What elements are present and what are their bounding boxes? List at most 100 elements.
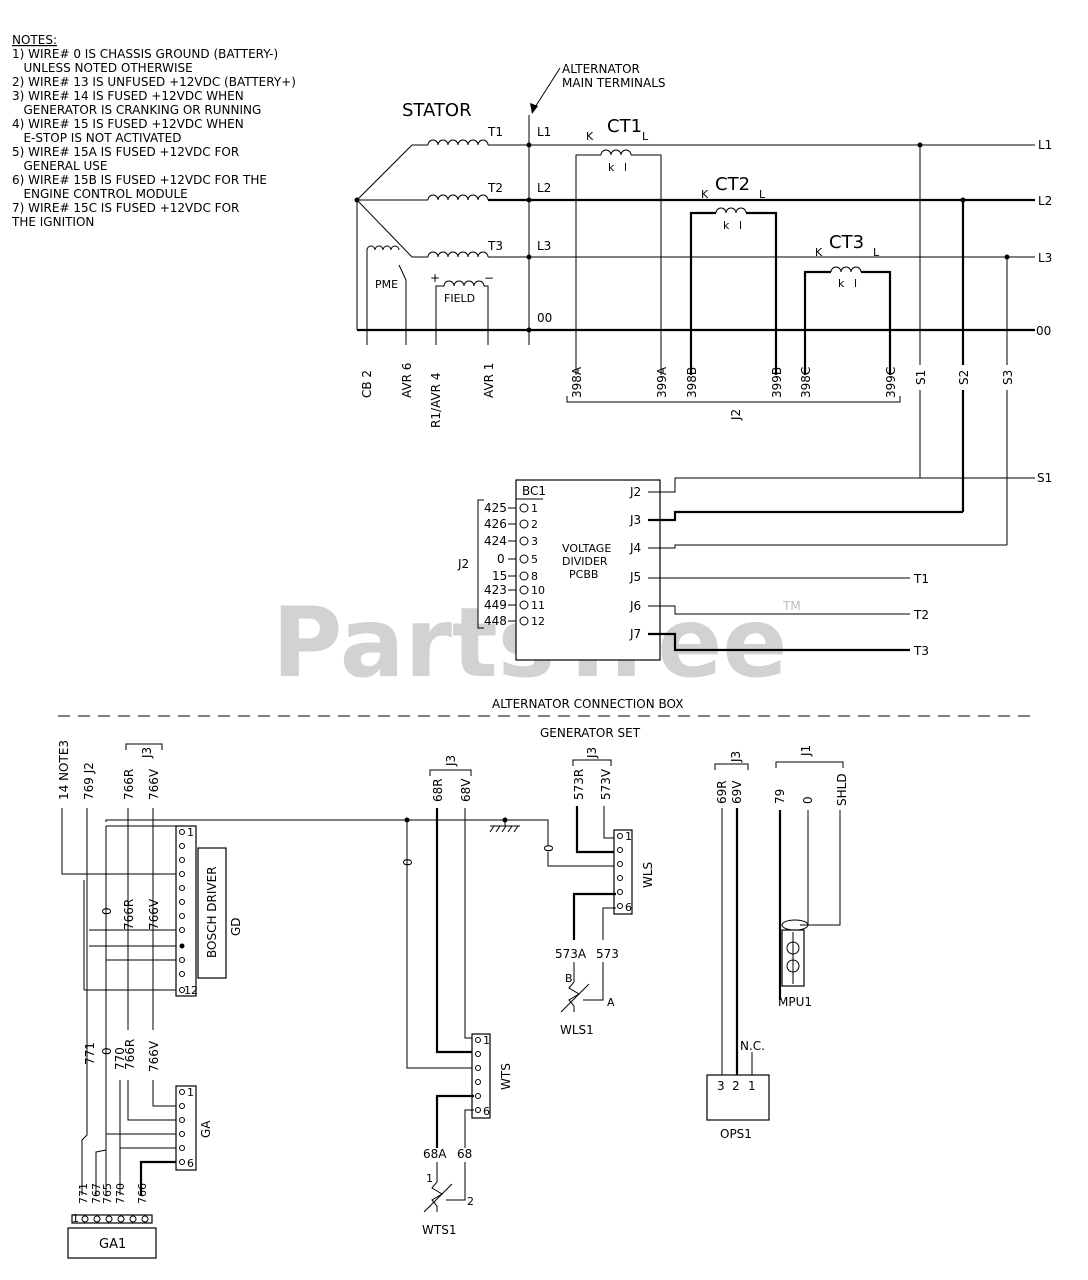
ct-wire: 399C — [884, 367, 898, 398]
pin-terminal — [519, 585, 529, 595]
pcb-pin-row: 426 2 — [484, 517, 538, 531]
wls-sensor-pin: A — [607, 996, 615, 1009]
pin-terminal — [519, 536, 529, 546]
gd-top-wire: 766R — [122, 769, 136, 800]
winding-label: T3 — [487, 239, 503, 253]
pin-wire: 448 — [484, 614, 507, 628]
ct-k-upper: K — [815, 246, 823, 259]
ga-pin-last: 6 — [187, 1157, 194, 1170]
pin-number: 12 — [531, 615, 545, 628]
ga1-wire: 767 — [90, 1183, 103, 1204]
ops-nc-label: N.C. — [740, 1039, 765, 1053]
ct-wire: 399B — [770, 367, 784, 398]
ops-box — [706, 1074, 770, 1121]
pin-number: 3 — [531, 535, 538, 548]
pin-wire: 425 — [484, 501, 507, 515]
ga1-wire: 771 — [77, 1183, 90, 1204]
mpu-j1-label: J1 — [799, 745, 813, 757]
wts-wire: 68R — [431, 778, 445, 802]
mpu-coil-icon — [786, 932, 800, 984]
wts-sensor-wire: 68 — [457, 1147, 472, 1161]
wls-sensor-wire: 573 — [596, 947, 619, 961]
wire-label: R1/AVR 4 — [429, 373, 443, 428]
pcb-connector-label: J2 — [457, 557, 469, 571]
mpu-wire: 79 — [773, 789, 787, 804]
gd-pin-last: 12 — [184, 984, 198, 997]
wls-sensor-pin: B — [565, 972, 573, 985]
ct2-transformer: CT2 K L k l 398B 399B — [685, 174, 784, 398]
wls-sensor-wire: 573A — [555, 947, 587, 961]
ops-pin: 3 — [717, 1079, 725, 1093]
output-label: L2 — [1038, 194, 1052, 208]
note-line: 6) WIRE# 15B IS FUSED +12VDC FOR THE — [12, 173, 267, 187]
j2-bracket — [566, 396, 901, 403]
ct-k-lower: k — [723, 219, 730, 232]
wts-pin-first: 1 — [483, 1034, 490, 1047]
wls-j3-label: J3 — [585, 747, 599, 759]
ops-pin: 1 — [748, 1079, 756, 1093]
ops-label: OPS1 — [720, 1127, 752, 1141]
wls-pin-first: 1 — [625, 830, 632, 843]
ga1-pin-label: 1 — [72, 1212, 79, 1225]
pcb-box — [515, 479, 661, 661]
pcb-pin-row: 449 11 — [484, 598, 545, 612]
wts-section: 68R 68V J3 0 1 6 WTS 68A 68 1 2 WTS1 — [401, 755, 513, 1237]
pcb-jack: J3 — [629, 513, 641, 527]
sense-wire-label: S1 — [914, 370, 928, 385]
mpu-wire: 0 — [801, 796, 815, 804]
pin-number: 5 — [531, 553, 538, 566]
pin-wire: 424 — [484, 534, 507, 548]
note-line: 5) WIRE# 15A IS FUSED +12VDC FOR — [12, 145, 239, 159]
arrow-head — [530, 103, 538, 114]
field-coil — [435, 280, 489, 345]
gd-pin-first: 1 — [187, 826, 194, 839]
pcb-pin-row: 423 10 — [484, 583, 545, 597]
ground-bus — [105, 817, 549, 845]
sense-wire-label: S2 — [957, 370, 971, 385]
note-line: UNLESS NOTED OTHERWISE — [12, 61, 193, 75]
winding-t2 — [427, 194, 489, 201]
wls-code-label: WLS — [641, 862, 655, 888]
pin-wire: 0 — [497, 552, 505, 566]
ct1-transformer: CT1 K L k l 398A 399A — [570, 116, 669, 398]
ct-connector-label: J2 — [729, 409, 743, 421]
sense-wire-label: S3 — [1001, 370, 1015, 385]
ct-l-lower: l — [624, 161, 627, 174]
alternator-section: STATOR ALTERNATOR MAIN TERMINALS T1 T2 T… — [354, 62, 1052, 545]
pcb-name: PCBB — [569, 568, 598, 581]
pin-terminal — [519, 503, 529, 513]
gd-lower-wire: 770 — [113, 1047, 127, 1070]
ct3-transformer: CT3 K L k l 398C 399C — [799, 232, 898, 398]
gd-lower-wire: 771 — [83, 1042, 97, 1065]
wts-sensor-pin: 2 — [467, 1195, 474, 1208]
winding-t3 — [427, 251, 489, 258]
ct-l-lower: l — [854, 277, 857, 290]
note-line: GENERATOR IS CRANKING OR RUNNING — [12, 103, 261, 117]
chassis-ground-icon — [489, 820, 520, 833]
wts-j3-label: J3 — [444, 755, 458, 767]
pin-wire: 423 — [484, 583, 507, 597]
pme-label: PME — [375, 278, 398, 291]
gd-lower-wire: 0 — [100, 1047, 114, 1055]
ct-k-upper: K — [586, 130, 594, 143]
pcb-jack: J4 — [629, 541, 641, 555]
pcb-jack: J7 — [629, 627, 641, 641]
wire-label: AVR 6 — [400, 363, 414, 398]
notes-heading: NOTES: — [12, 33, 57, 47]
gd-inner-wire: 766R — [122, 899, 136, 930]
pcb-pin-row: 0 5 — [497, 552, 538, 566]
ops-wire: 69R — [715, 780, 729, 804]
ga1-wire: 765 — [101, 1183, 114, 1204]
field-label: FIELD — [444, 292, 475, 305]
section-divider: ALTERNATOR CONNECTION BOX GENERATOR SET — [58, 697, 1035, 740]
wts-sensor-wire: 68A — [423, 1147, 447, 1161]
ga1-box — [67, 1227, 157, 1259]
note-line: E-STOP IS NOT ACTIVATED — [12, 131, 181, 145]
ga-section: 1 6 GA 771 767 765 770 766 1 GA1 — [67, 1078, 213, 1259]
pcb-output: T2 — [913, 608, 929, 622]
main-terminals-label: MAIN TERMINALS — [562, 76, 666, 90]
ops-j3-label: J3 — [729, 751, 743, 763]
gd-inner-wire: 0 — [100, 907, 114, 915]
ct-l-upper: L — [759, 188, 766, 201]
note-line: 7) WIRE# 15C IS FUSED +12VDC FOR — [12, 201, 239, 215]
